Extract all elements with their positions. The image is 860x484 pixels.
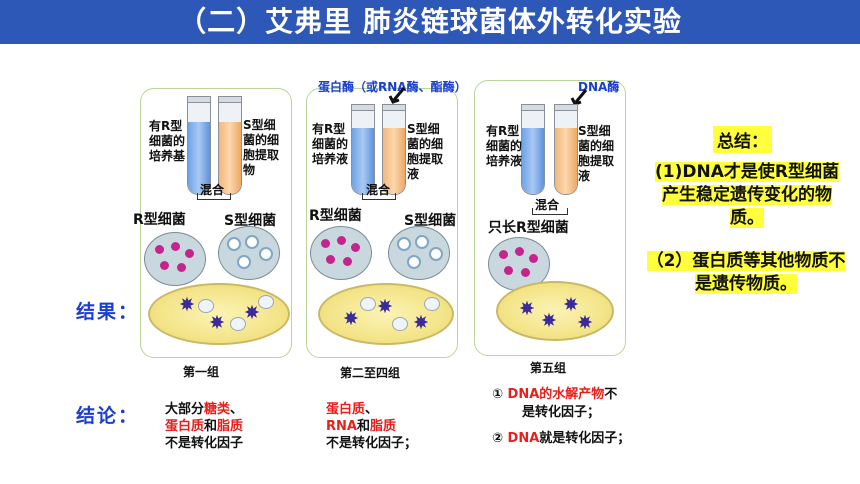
group2-s-cells-bubble bbox=[388, 226, 450, 280]
conclusion-label: 结论： bbox=[76, 405, 140, 427]
group2-cell-right-label: S型细菌 bbox=[404, 213, 457, 229]
group2-left-tube-label: 有R型细菌的培养液 bbox=[312, 122, 349, 166]
group1-mix-label: 混合 bbox=[200, 183, 225, 197]
summary-point-1: (1)DNA才是使R型细菌产生稳定遗传变化的物质。 bbox=[655, 162, 839, 228]
group2-petri-dish bbox=[318, 283, 454, 345]
group1-label: 第一组 bbox=[183, 365, 220, 379]
result-label: 结果： bbox=[76, 301, 140, 323]
group3-right-tube-label: S型细菌的细胞提取液 bbox=[578, 124, 615, 183]
group3-petri-dish bbox=[496, 281, 614, 341]
group2-mix-bracket bbox=[362, 193, 396, 200]
group2-right-tube bbox=[382, 104, 406, 195]
group2-cell-left-label: R型细菌 bbox=[309, 208, 362, 224]
group3-mix-label: 混合 bbox=[535, 198, 560, 212]
group1-right-tube-label: S型细菌的细胞提取物 bbox=[243, 118, 280, 177]
group2-left-tube bbox=[351, 104, 375, 195]
group2-label: 第二至四组 bbox=[340, 366, 401, 380]
group1-left-tube bbox=[187, 96, 211, 195]
group2-right-tube-label: S型细菌的细胞提取液 bbox=[407, 122, 444, 181]
group1-petri-dish bbox=[148, 283, 290, 345]
group3-left-tube-label: 有R型细菌的培养液 bbox=[486, 124, 523, 168]
group1-left-tube-label: 有R型细菌的培养基 bbox=[149, 119, 186, 163]
conclusion-1: 大部分糖类、 蛋白质和脂质 不是转化因子 bbox=[165, 402, 244, 451]
group3-right-tube bbox=[554, 104, 578, 195]
group1-cell-left-label: R型细菌 bbox=[133, 212, 186, 228]
group1-r-cells-bubble bbox=[144, 232, 206, 286]
group3-r-cells-bubble bbox=[488, 237, 550, 291]
title-bar: （二）艾弗里 肺炎链球菌体外转化实验 bbox=[0, 0, 860, 44]
group1-s-cells-bubble bbox=[218, 226, 280, 280]
group3-cell-left-label: 只长R型细菌 bbox=[488, 220, 569, 236]
group1-mix-bracket bbox=[197, 193, 231, 200]
group2-enzyme-arrow bbox=[388, 87, 406, 104]
group3-label: 第五组 bbox=[530, 361, 567, 375]
summary-point-2: （2）蛋白质等其他物质不是遗传物质。 bbox=[646, 251, 846, 294]
conclusion-2: 蛋白质、 RNA和脂质 不是转化因子； bbox=[326, 402, 418, 451]
conclusion-3: ① DNA的水解产物不 是转化因子； ② DNA就是转化因子； bbox=[492, 387, 631, 446]
page-title: （二）艾弗里 肺炎链球菌体外转化实验 bbox=[178, 5, 682, 38]
group3-enzyme-label: DNA酶 bbox=[578, 80, 620, 94]
group2-enzyme-label: 蛋白酶（或RNA酶、酯酶） bbox=[318, 80, 467, 94]
group2-r-cells-bubble bbox=[310, 226, 372, 280]
group1-right-tube bbox=[218, 96, 242, 195]
group3-left-tube bbox=[521, 104, 545, 195]
group1-cell-right-label: S型细菌 bbox=[224, 213, 277, 229]
group3-mix-bracket bbox=[532, 208, 568, 215]
summary-title: 总结： bbox=[713, 126, 772, 153]
group2-mix-label: 混合 bbox=[366, 183, 391, 197]
